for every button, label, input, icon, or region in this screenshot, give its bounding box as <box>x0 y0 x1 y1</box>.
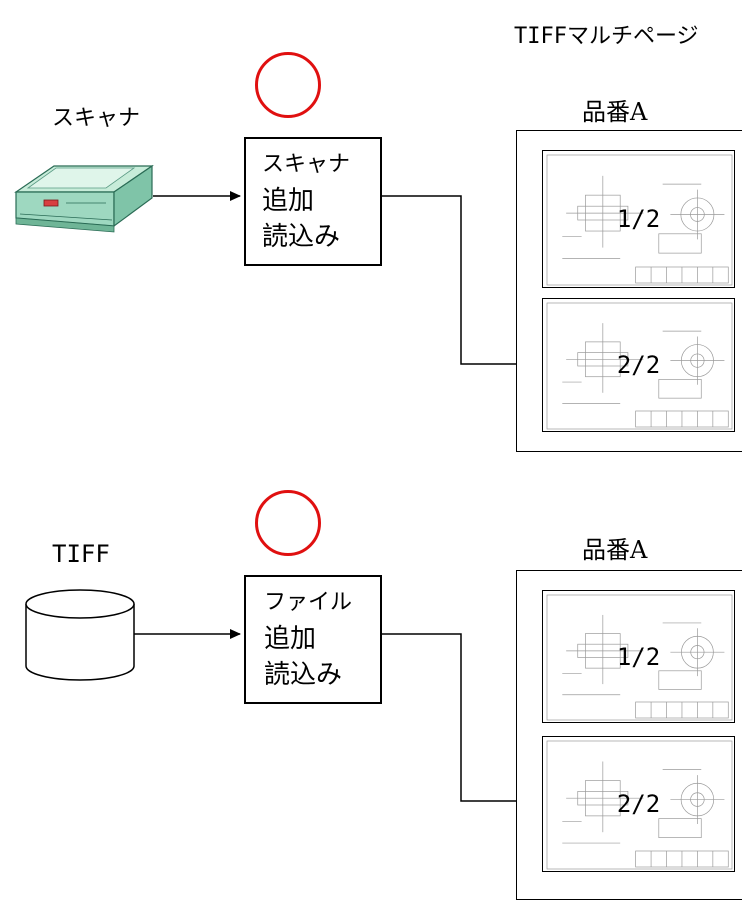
page-number: 1/2 <box>616 205 661 233</box>
technical-drawing-icon <box>546 302 733 430</box>
page-number: 1/2 <box>616 642 661 671</box>
database-cylinder-icon <box>25 589 135 681</box>
document-title: 品番A <box>582 536 648 564</box>
scanner-icon <box>14 164 154 233</box>
page-number: 2/2 <box>616 351 661 379</box>
process-box-file: ファイル 追加 読込み <box>244 575 382 704</box>
page-number: 2/2 <box>616 790 661 818</box>
process-box-scanner: スキャナ 追加 読込み <box>244 137 382 266</box>
process-line: 追加 <box>262 186 315 216</box>
process-line: 読込み <box>264 660 343 690</box>
process-line: 読込み <box>262 222 341 252</box>
multipage-heading: TIFFマルチページ <box>514 24 699 49</box>
technical-drawing-icon <box>546 740 733 870</box>
drawing-page: 1/2 <box>542 590 735 723</box>
arrow-process-to-page2-b <box>382 633 543 806</box>
process-line: ファイル <box>264 590 353 615</box>
drawing-page: 2/2 <box>542 736 735 872</box>
process-line: 追加 <box>264 624 317 654</box>
drawing-page: 2/2 <box>542 298 735 432</box>
arrow-process-to-page2 <box>382 195 543 369</box>
tiff-label: TIFF <box>52 540 110 568</box>
scanner-label: スキャナ <box>52 106 141 131</box>
drawing-page: 1/2 <box>542 150 735 288</box>
document-title: 品番A <box>582 98 648 126</box>
ok-circle-icon <box>255 490 321 556</box>
process-line: スキャナ <box>262 152 351 177</box>
technical-drawing-icon <box>546 594 733 721</box>
ok-circle-icon <box>255 52 321 118</box>
technical-drawing-icon <box>546 154 733 286</box>
